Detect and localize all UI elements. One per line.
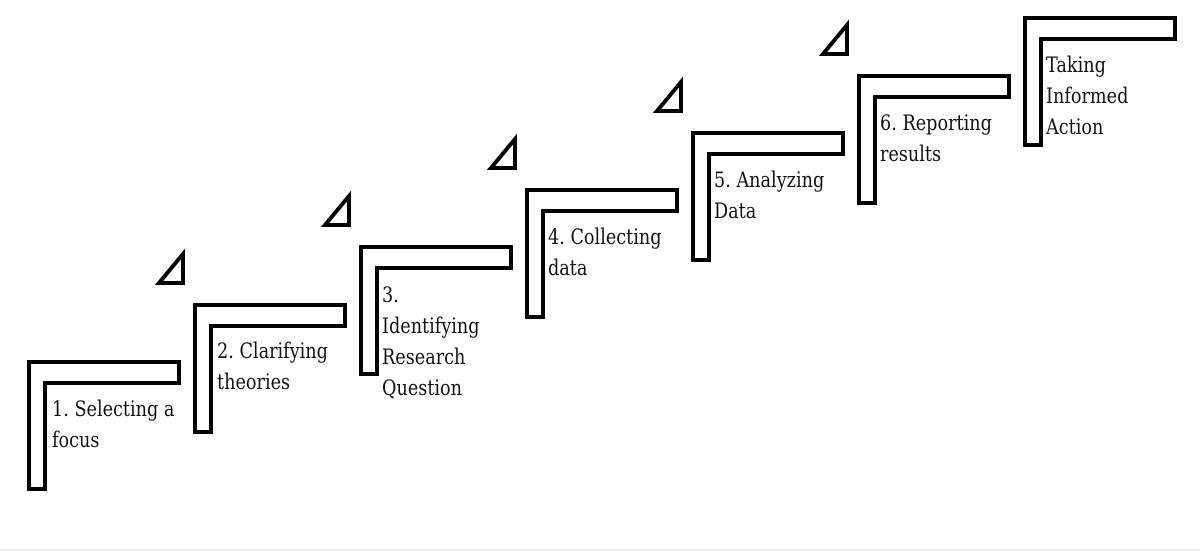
bottom-divider xyxy=(0,549,1200,551)
step-7-label: Taking Informed Action xyxy=(1046,53,1129,139)
step-6-triangle-marker xyxy=(818,19,849,56)
step-1 xyxy=(27,360,181,491)
step-2-triangle-marker xyxy=(154,248,185,285)
step-3-label: 3. Identifying Research Question xyxy=(382,283,480,400)
step-6 xyxy=(818,19,1011,205)
step-7-l-shape xyxy=(1023,16,1177,147)
step-5-label: 5. Analyzing Data xyxy=(714,168,825,223)
step-5-triangle-marker xyxy=(652,76,683,113)
step-6-l-shape xyxy=(857,74,1011,205)
step-3-l-shape xyxy=(359,245,513,376)
step-2-l-shape xyxy=(193,303,347,434)
step-1-label: 1. Selecting a focus xyxy=(52,397,175,452)
step-7 xyxy=(1023,16,1177,147)
step-3 xyxy=(320,190,513,376)
step-1-l-shape xyxy=(27,360,181,491)
step-2-label: 2. Clarifying theories xyxy=(217,339,328,394)
step-3-triangle-marker xyxy=(320,190,351,227)
step-4 xyxy=(486,133,679,319)
step-5 xyxy=(652,76,845,262)
step-4-triangle-marker xyxy=(486,133,517,170)
step-4-label: 4. Collecting data xyxy=(548,225,662,280)
step-2 xyxy=(154,248,347,434)
step-4-l-shape xyxy=(525,188,679,319)
step-6-label: 6. Reporting results xyxy=(880,111,992,166)
step-5-l-shape xyxy=(691,131,845,262)
